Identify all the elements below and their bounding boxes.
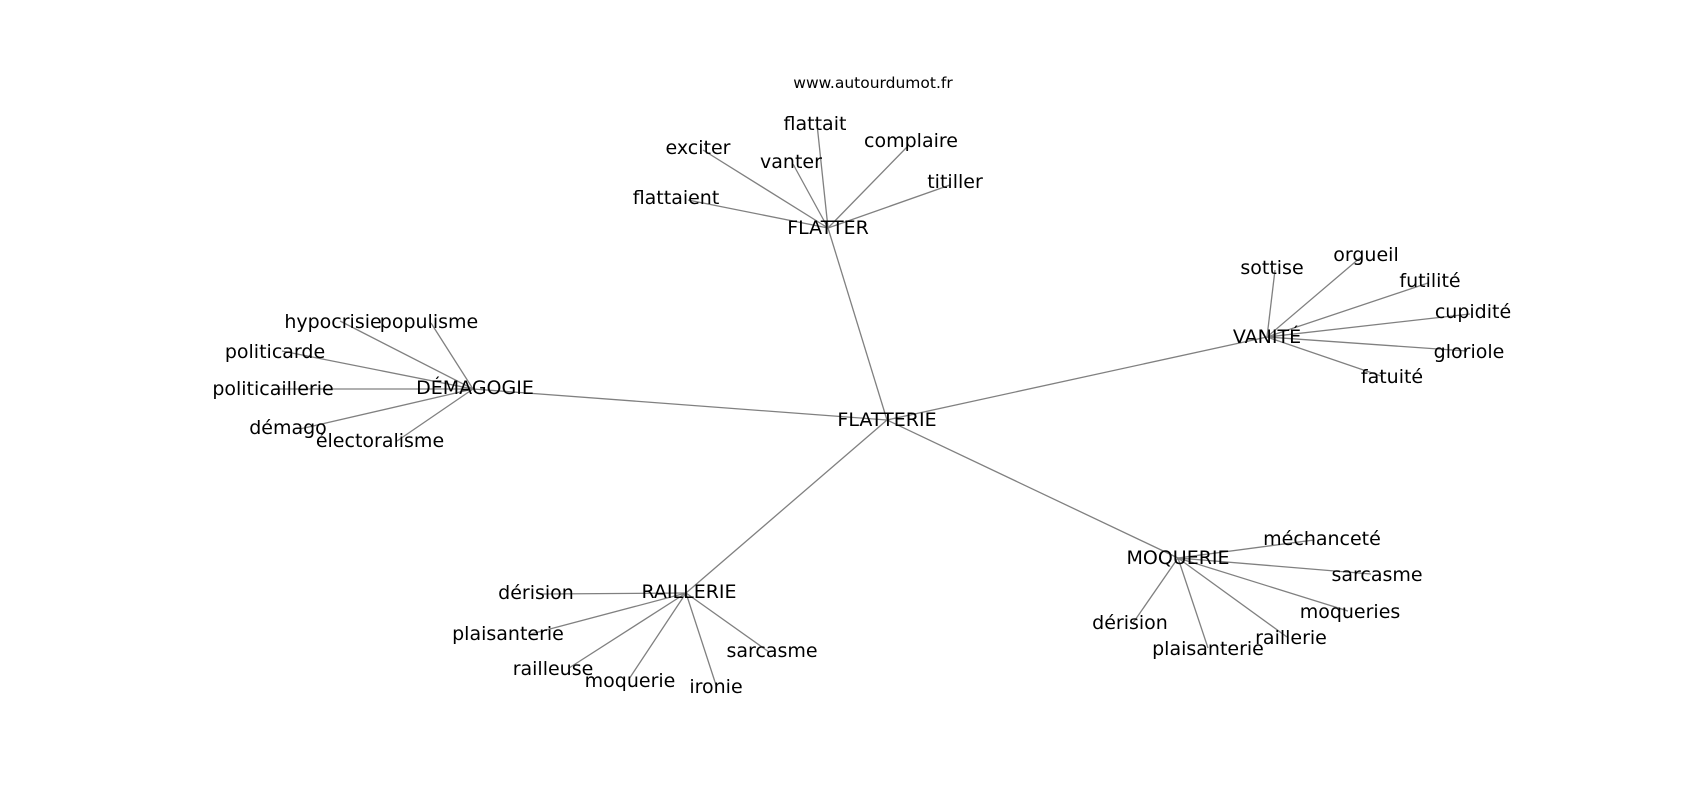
graph-edge xyxy=(530,592,687,635)
graph-edge xyxy=(396,388,474,442)
graph-edge xyxy=(1266,256,1362,338)
graph-edge xyxy=(472,388,888,421)
graph-edge xyxy=(1132,557,1179,624)
graph-edge xyxy=(702,149,829,229)
leaf-node[interactable]: railleuse xyxy=(513,658,594,680)
leaf-node[interactable]: sarcasme xyxy=(1331,564,1422,586)
leaf-node[interactable]: dérision xyxy=(1092,612,1168,634)
graph-edge xyxy=(685,592,717,686)
graph-edge xyxy=(827,227,888,421)
graph-edge xyxy=(628,592,687,680)
graph-edge xyxy=(685,592,770,653)
hub-node-flatter[interactable]: FLATTER xyxy=(787,217,869,239)
leaf-node[interactable]: sarcasme xyxy=(726,640,817,662)
graph-edge xyxy=(1177,557,1349,612)
graph-edge xyxy=(568,592,687,669)
leaf-node[interactable]: fatuité xyxy=(1361,366,1423,388)
graph-edge xyxy=(886,336,1268,421)
leaf-node[interactable]: plaisanterie xyxy=(1152,638,1264,660)
graph-edge xyxy=(1266,336,1468,352)
graph-edge xyxy=(281,350,474,390)
graph-edge xyxy=(430,322,474,390)
leaf-node[interactable]: exciter xyxy=(666,137,731,159)
leaf-node[interactable]: ironie xyxy=(689,676,742,698)
leaf-node[interactable]: flattaient xyxy=(633,187,720,209)
center-node[interactable]: FLATTERIE xyxy=(837,409,936,431)
hub-node-vanite[interactable]: VANITÉ xyxy=(1233,325,1301,348)
leaf-node[interactable]: moqueries xyxy=(1300,601,1401,623)
leaf-node[interactable]: titiller xyxy=(927,171,983,193)
graph-edge xyxy=(540,592,687,595)
graph-edge xyxy=(1177,539,1315,559)
graph-edge xyxy=(1177,557,1209,649)
graph-edge xyxy=(1177,557,1288,638)
leaf-node[interactable]: cupidité xyxy=(1435,301,1511,323)
graph-edge xyxy=(886,419,1179,559)
hub-node-demagogie[interactable]: DÉMAGOGIE xyxy=(416,376,534,399)
graph-edge xyxy=(1266,269,1276,338)
leaf-node[interactable]: démago xyxy=(249,417,327,439)
graph-edge xyxy=(685,419,888,594)
leaf-node[interactable]: populisme xyxy=(380,311,478,333)
leaf-node[interactable]: plaisanterie xyxy=(452,623,564,645)
leaf-node[interactable]: hypocrisie xyxy=(284,311,381,333)
leaf-node[interactable]: dérision xyxy=(498,582,574,604)
graph-edge xyxy=(1266,313,1471,338)
leaf-node[interactable]: vanter xyxy=(760,151,822,173)
hub-node-raillerie[interactable]: RAILLERIE xyxy=(641,581,736,603)
leaf-node[interactable]: politicaillerie xyxy=(212,378,333,400)
graph-edge xyxy=(299,388,474,430)
hub-node-moquerie[interactable]: MOQUERIE xyxy=(1126,547,1229,569)
graph-edge xyxy=(687,199,829,229)
leaf-node[interactable]: gloriole xyxy=(1434,341,1505,363)
site-watermark: www.autourdumot.fr xyxy=(793,74,953,92)
leaf-node[interactable]: moquerie xyxy=(585,670,676,692)
graph-edges xyxy=(274,123,1471,686)
graph-edge xyxy=(339,320,474,390)
leaf-node[interactable]: flattait xyxy=(784,113,847,135)
graph-edge xyxy=(827,145,909,229)
leaf-node[interactable]: politicarde xyxy=(225,341,325,363)
leaf-node[interactable]: méchanceté xyxy=(1263,528,1381,550)
graph-edge xyxy=(816,123,829,229)
leaf-node[interactable]: électoralisme xyxy=(316,430,444,452)
leaf-node[interactable]: complaire xyxy=(864,130,958,152)
graph-edge xyxy=(1266,336,1382,377)
graph-edge xyxy=(1266,282,1429,338)
leaf-node[interactable]: sottise xyxy=(1240,257,1303,279)
leaf-node[interactable]: futilité xyxy=(1399,270,1460,292)
graph-edge xyxy=(827,184,951,229)
graph-edge xyxy=(792,163,829,229)
graph-edge xyxy=(1177,557,1372,575)
leaf-node[interactable]: raillerie xyxy=(1255,627,1327,649)
leaf-node[interactable]: orgueil xyxy=(1333,244,1398,266)
